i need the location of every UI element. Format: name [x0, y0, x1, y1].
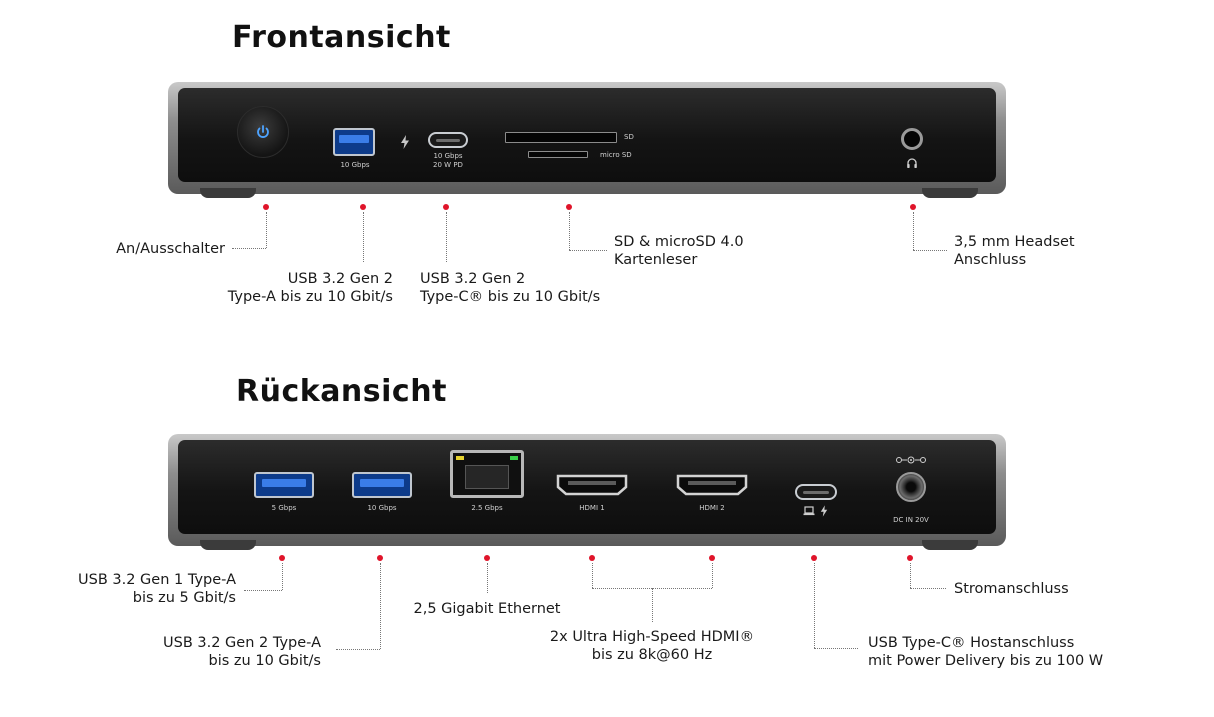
- micro-sd-card-slot[interactable]: [528, 151, 588, 158]
- dock-front-foot-right: [922, 188, 978, 198]
- marker-hdmi-1: [589, 555, 595, 561]
- dock-back-foot-right: [922, 540, 978, 550]
- marker-headset: [910, 204, 916, 210]
- marker-usb-a-gen2: [377, 555, 383, 561]
- ethernet-speed-label: 2.5 Gbps: [471, 504, 503, 512]
- leader-usb-a-gen1-v: [282, 563, 283, 590]
- label-usb-c-front-line1: USB 3.2 Gen 2: [420, 271, 526, 287]
- label-usb-c-host-line1: USB Type-C® Hostanschluss: [868, 635, 1075, 651]
- label-ethernet: 2,5 Gigabit Ethernet: [413, 601, 561, 617]
- usb-a-port-front[interactable]: [333, 128, 375, 156]
- label-hdmi-line1: 2x Ultra High-Speed HDMI®: [549, 629, 755, 645]
- leader-sd-h: [569, 250, 607, 251]
- hdmi-port-2[interactable]: [676, 474, 748, 496]
- leader-usb-c-host-h: [814, 648, 858, 649]
- leader-usb-a-gen2-v: [380, 563, 381, 649]
- lightning-icon: [820, 505, 828, 517]
- marker-usb-a-gen1: [279, 555, 285, 561]
- marker-hdmi-2: [709, 555, 715, 561]
- leader-usb-a-front: [363, 212, 364, 262]
- usb-c-host-port[interactable]: [795, 484, 837, 500]
- label-hdmi-line2: bis zu 8k@60 Hz: [591, 647, 713, 663]
- leader-usb-c-host-v: [814, 563, 815, 648]
- hdmi-1-label: HDMI 1: [579, 504, 605, 512]
- usb-a-back-1-speed: 5 Gbps: [271, 504, 297, 512]
- sd-card-slot[interactable]: [505, 132, 617, 143]
- micro-sd-slot-label: micro SD: [600, 151, 632, 159]
- marker-sd-reader: [566, 204, 572, 210]
- leader-ethernet-v: [487, 563, 488, 593]
- usb-a-speed-label: 10 Gbps: [340, 161, 370, 169]
- lightning-icon: [401, 135, 409, 149]
- ethernet-port[interactable]: [450, 450, 524, 498]
- label-usb-a-front-line2: Type-A bis zu 10 Gbit/s: [227, 289, 393, 305]
- dc-in-label: DC IN 20V: [893, 516, 929, 524]
- marker-ethernet: [484, 555, 490, 561]
- usb-a-port-back-2[interactable]: [352, 472, 412, 498]
- back-view-title: Rückansicht: [236, 374, 447, 409]
- leader-hdmi-join-v: [652, 588, 653, 622]
- usb-a-back-2-speed: 10 Gbps: [367, 504, 397, 512]
- usb-a-port-back-1[interactable]: [254, 472, 314, 498]
- power-button[interactable]: [237, 106, 289, 158]
- marker-usb-c-host: [811, 555, 817, 561]
- dock-back-foot-left: [200, 540, 256, 550]
- label-power-switch: An/Ausschalter: [116, 241, 225, 257]
- label-headset-line2: Anschluss: [954, 252, 1027, 268]
- sd-slot-label: SD: [624, 133, 634, 141]
- leader-headset-v: [913, 212, 914, 250]
- leader-headset-h: [913, 250, 947, 251]
- label-usb-a-gen1-line1: USB 3.2 Gen 1 Type-A: [78, 572, 236, 588]
- leader-power-in-h: [910, 588, 946, 589]
- headphones-icon: [907, 158, 917, 168]
- leader-power-h: [232, 248, 266, 249]
- label-headset-line1: 3,5 mm Headset: [954, 234, 1075, 250]
- label-sd-reader-line1: SD & microSD 4.0: [614, 234, 744, 250]
- label-usb-c-host-line2: mit Power Delivery bis zu 100 W: [868, 653, 1104, 669]
- front-view-title: Frontansicht: [232, 20, 451, 55]
- marker-usb-c-front: [443, 204, 449, 210]
- usb-c-port-front[interactable]: [428, 132, 468, 148]
- power-icon: [257, 125, 269, 138]
- marker-power-in: [907, 555, 913, 561]
- label-usb-a-gen1-line2: bis zu 5 Gbit/s: [132, 590, 236, 606]
- leader-sd-v: [569, 212, 570, 250]
- dc-polarity-icon: [896, 456, 926, 464]
- leader-usb-c-front: [446, 212, 447, 262]
- label-usb-a-gen2-line2: bis zu 10 Gbit/s: [208, 653, 321, 669]
- label-usb-a-gen2-line1: USB 3.2 Gen 2 Type-A: [163, 635, 321, 651]
- usb-c-pd-label: 20 W PD: [433, 161, 463, 169]
- leader-usb-a-gen2-h: [336, 649, 380, 650]
- laptop-icon: [803, 506, 815, 516]
- leader-hdmi-1-v: [592, 563, 593, 588]
- marker-usb-a-front: [360, 204, 366, 210]
- hdmi-2-label: HDMI 2: [699, 504, 725, 512]
- hdmi-port-1[interactable]: [556, 474, 628, 496]
- dc-in-jack[interactable]: [896, 472, 926, 502]
- dock-front-foot-left: [200, 188, 256, 198]
- headset-jack[interactable]: [901, 128, 923, 150]
- leader-usb-a-gen1-h: [244, 590, 282, 591]
- leader-hdmi-2-v: [712, 563, 713, 588]
- marker-power: [263, 204, 269, 210]
- label-usb-c-front-line2: Type-C® bis zu 10 Gbit/s: [420, 289, 601, 305]
- label-usb-a-front-line1: USB 3.2 Gen 2: [287, 271, 393, 287]
- label-sd-reader-line2: Kartenleser: [614, 252, 698, 268]
- label-power-in: Stromanschluss: [954, 581, 1069, 597]
- leader-power-in-v: [910, 563, 911, 588]
- leader-power-v: [266, 212, 267, 248]
- usb-c-speed-label: 10 Gbps: [433, 152, 463, 160]
